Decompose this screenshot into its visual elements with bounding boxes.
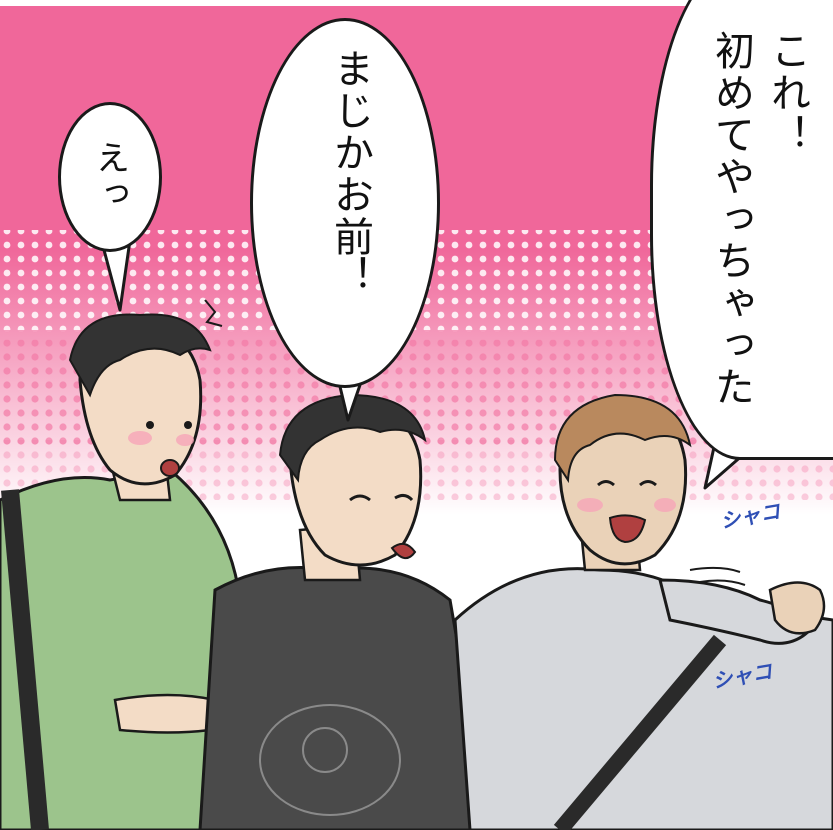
speech-text-left: えっ — [89, 140, 130, 212]
character-right-grey-shirt — [453, 393, 833, 830]
speech-text-middle-col2: ！ — [327, 255, 373, 297]
speech-text-right-col1: これ！ — [764, 30, 810, 156]
speech-text-right-col2: 初めてやっちゃった — [708, 30, 754, 408]
character-left-green-shirt — [0, 299, 252, 830]
speech-bubble-right — [650, 0, 833, 460]
speech-bubble-middle — [250, 18, 440, 388]
character-middle-black-shirt — [198, 393, 492, 830]
speech-bubble-left — [58, 102, 162, 252]
speech-text-middle-col1: まじかお前 — [327, 48, 373, 258]
